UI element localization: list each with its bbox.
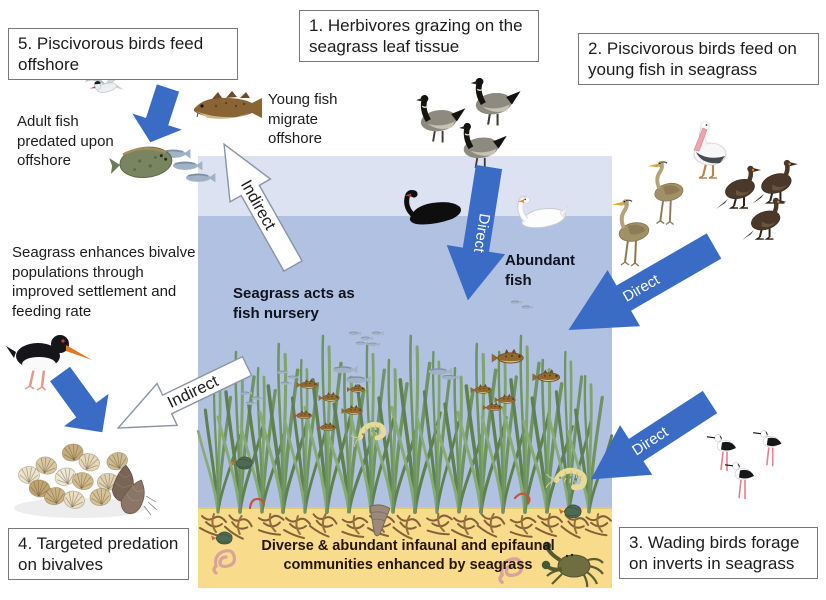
flounder-icon <box>109 146 173 178</box>
cod-icon <box>194 91 262 119</box>
direct-arrow-label: Direct <box>470 212 493 254</box>
worm-icon <box>513 492 531 505</box>
box-piscivorous-offshore: 5. Piscivorous birds feed offshore <box>8 28 238 81</box>
box-herbivores: 1. Herbivores grazing on the seagrass le… <box>299 10 539 63</box>
white-swan-icon <box>516 195 569 229</box>
cormorant-icon <box>751 159 798 204</box>
brant-goose-icon <box>459 122 507 169</box>
note-fish-nursery: Seagrass acts as fish nursery <box>233 285 355 322</box>
stilt-icon <box>753 430 782 467</box>
shell-pile-icon <box>14 441 158 518</box>
brant-goose-icon <box>416 94 466 143</box>
worm-icon <box>248 497 265 510</box>
note-abundant-fish: Abundant fish <box>505 252 575 289</box>
black-swan-icon <box>404 190 461 225</box>
crab-icon <box>541 541 604 588</box>
cormorant-icon <box>742 197 787 241</box>
oystercatcher-arrow <box>37 357 125 449</box>
box-piscivorous-seagrass: 2. Piscivorous birds feed on young fish … <box>578 33 819 86</box>
brant-goose-icon <box>471 77 521 126</box>
clam-icon <box>369 504 391 537</box>
pelican-icon <box>693 121 727 179</box>
oystercatcher-icon <box>6 335 92 391</box>
heron-icon <box>612 199 650 267</box>
note-bivalve-enhancement: Seagrass enhances bivalve populations th… <box>12 244 196 320</box>
heron-icon <box>648 161 684 226</box>
note-young-fish: Young fish migrate offshore <box>268 91 338 147</box>
note-adult-fish: Adult fish predated upon offshore <box>17 113 114 169</box>
stilt-icon <box>724 462 754 499</box>
cormorant-icon <box>716 165 761 209</box>
mussel-icon <box>120 479 145 515</box>
box-wading-birds: 3. Wading birds forage on inverts in sea… <box>619 527 818 580</box>
box-targeted-predation: 4. Targeted predation on bivalves <box>8 528 189 581</box>
note-infauna: Diverse & abundant infaunal and epifauna… <box>261 538 555 574</box>
stilt-icon <box>706 434 736 471</box>
